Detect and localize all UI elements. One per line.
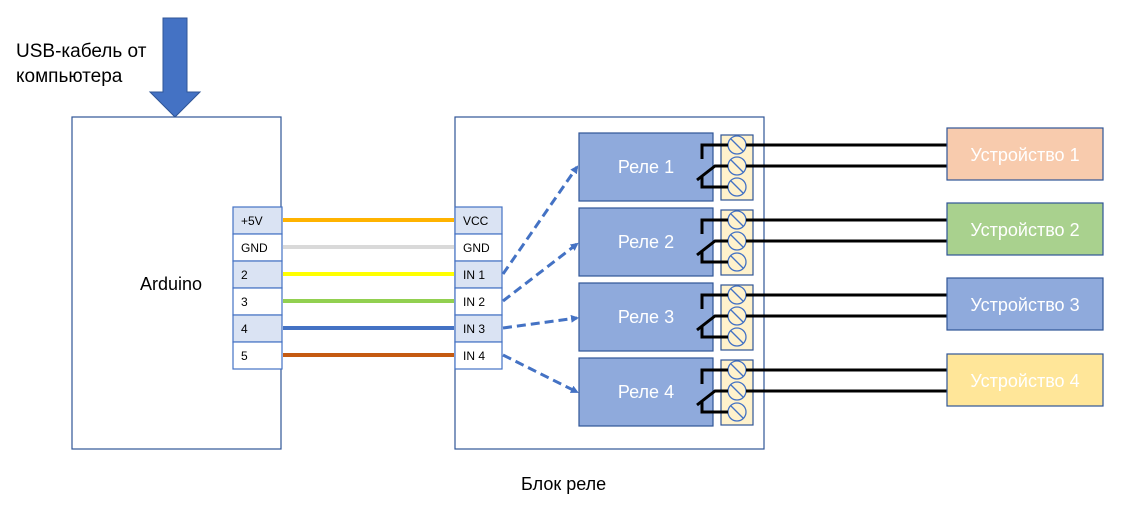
arduino-pin-label: 3 <box>241 295 248 309</box>
arduino-pin: 2 <box>232 260 283 289</box>
screw-terminal-icon <box>727 210 747 230</box>
screw-terminal-icon <box>727 381 747 401</box>
relay-pin-label: IN 1 <box>463 268 485 282</box>
relay-pin-label: IN 3 <box>463 322 485 336</box>
arduino-pin-label: 5 <box>241 349 248 363</box>
relay-module: Реле 2 <box>578 207 754 277</box>
device: Устройство 3 <box>746 277 1104 331</box>
relay-switch-contact-icon <box>696 143 728 189</box>
screw-terminal-icon <box>727 135 747 155</box>
screw-terminal-icon <box>727 177 747 197</box>
usb-cable-arrow-icon <box>148 17 202 118</box>
screw-terminal-icon <box>727 360 747 380</box>
relay-pin-label: VCC <box>463 214 489 228</box>
wires <box>283 218 454 357</box>
relay-pin-label: IN 2 <box>463 295 485 309</box>
relay-switch-contact-icon <box>696 368 728 414</box>
relay-module: Реле 4 <box>578 357 754 427</box>
usb-label-line2: компьютера <box>16 66 123 87</box>
arduino-pin: 3 <box>232 287 283 316</box>
relay-label: Реле 1 <box>618 157 674 177</box>
terminal-block <box>720 284 754 351</box>
arduino-label: Arduino <box>140 274 202 294</box>
arduino-pin: 4 <box>232 314 283 343</box>
signal-arrows <box>501 165 579 394</box>
relay-switch-contact-icon <box>696 218 728 264</box>
relay-pin-cell <box>454 341 503 370</box>
arduino-pin-label: 2 <box>241 268 248 282</box>
device-label: Устройство 4 <box>970 371 1079 391</box>
arduino-pin-cell <box>232 341 283 370</box>
signal-arrow <box>502 242 579 303</box>
arduino-pin-label: +5V <box>241 214 263 228</box>
relay-pin-cell <box>454 233 503 262</box>
device-box <box>946 277 1104 331</box>
arduino-pin: 5 <box>232 341 283 370</box>
device: Устройство 4 <box>746 353 1104 407</box>
relay-pin: GND <box>454 233 503 262</box>
arduino-pin-cell <box>232 314 283 343</box>
signal-arrow <box>502 314 579 330</box>
arduino-pin-header: +5V GND 2 3 4 5 <box>232 206 283 370</box>
relay-body <box>578 132 714 202</box>
relay-pin: IN 1 <box>454 260 503 289</box>
relay-module: Реле 3 <box>578 282 754 352</box>
arduino-pin-label: 4 <box>241 322 248 336</box>
devices: Устройство 1 Устройство 2 Устройство 3 Устр… <box>746 127 1104 407</box>
screw-terminal-icon <box>727 285 747 305</box>
device-box <box>946 202 1104 256</box>
arduino-pin-cell <box>232 260 283 289</box>
relay-body <box>578 207 714 277</box>
relay-pin-label: IN 4 <box>463 349 485 363</box>
relay-pin: IN 4 <box>454 341 503 370</box>
relay-pin-cell <box>454 260 503 289</box>
relay-pin-header: VCC GND IN 1 IN 2 IN 3 IN 4 <box>454 206 503 370</box>
device: Устройство 1 <box>746 127 1104 181</box>
device-box <box>946 353 1104 407</box>
relay-pin: IN 2 <box>454 287 503 316</box>
usb-label-line1: USB-кабель от <box>16 41 147 62</box>
device-label: Устройство 2 <box>970 220 1079 240</box>
relay-module: Реле 1 <box>578 132 754 202</box>
screw-terminal-icon <box>727 252 747 272</box>
relay-switch-contact-icon <box>696 293 728 339</box>
screw-terminal-icon <box>727 402 747 422</box>
relay-pin: IN 3 <box>454 314 503 343</box>
relay-pin: VCC <box>454 206 503 235</box>
relay-block-caption: Блок реле <box>521 474 606 494</box>
screw-terminal-icon <box>727 306 747 326</box>
device-label: Устройство 3 <box>970 295 1079 315</box>
screw-terminal-icon <box>727 231 747 251</box>
relay-pin-cell <box>454 287 503 316</box>
arduino-pin: +5V <box>232 206 283 235</box>
screw-terminal-icon <box>727 156 747 176</box>
arduino-pin: GND <box>232 233 283 262</box>
device-label: Устройство 1 <box>970 145 1079 165</box>
relays: Реле 1 Реле 2 Реле 3 Реле 4 <box>578 132 754 427</box>
relay-label: Реле 4 <box>618 382 674 402</box>
relay-pin-label: GND <box>463 241 490 255</box>
signal-arrow <box>501 165 579 275</box>
screw-terminal-icon <box>727 327 747 347</box>
relay-label: Реле 3 <box>618 307 674 327</box>
device-box <box>946 127 1104 181</box>
relay-label: Реле 2 <box>618 232 674 252</box>
device: Устройство 2 <box>746 202 1104 256</box>
arduino-pin-label: GND <box>241 241 268 255</box>
